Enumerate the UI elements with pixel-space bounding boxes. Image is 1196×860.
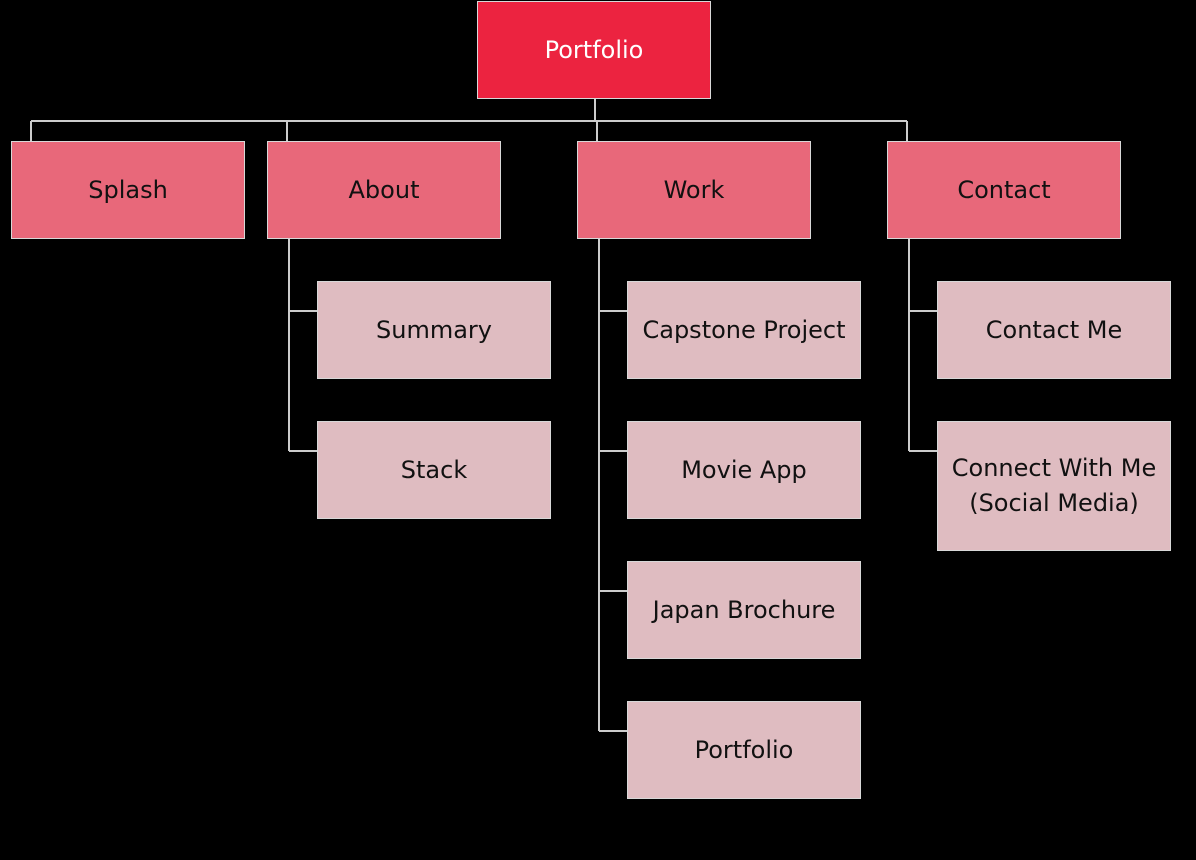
section-node-about: About [267, 141, 501, 239]
page-node-contact-me: Contact Me [937, 281, 1171, 379]
page-node-japan-brochure: Japan Brochure [627, 561, 861, 659]
page-node-connect-social: Connect With Me (Social Media) [937, 421, 1171, 551]
page-node-stack: Stack [317, 421, 551, 519]
section-node-work: Work [577, 141, 811, 239]
page-node-movie-app: Movie App [627, 421, 861, 519]
section-node-splash: Splash [11, 141, 245, 239]
section-node-contact: Contact [887, 141, 1121, 239]
page-node-summary: Summary [317, 281, 551, 379]
root-node-portfolio: Portfolio [477, 1, 711, 99]
page-node-portfolio: Portfolio [627, 701, 861, 799]
page-node-capstone-project: Capstone Project [627, 281, 861, 379]
